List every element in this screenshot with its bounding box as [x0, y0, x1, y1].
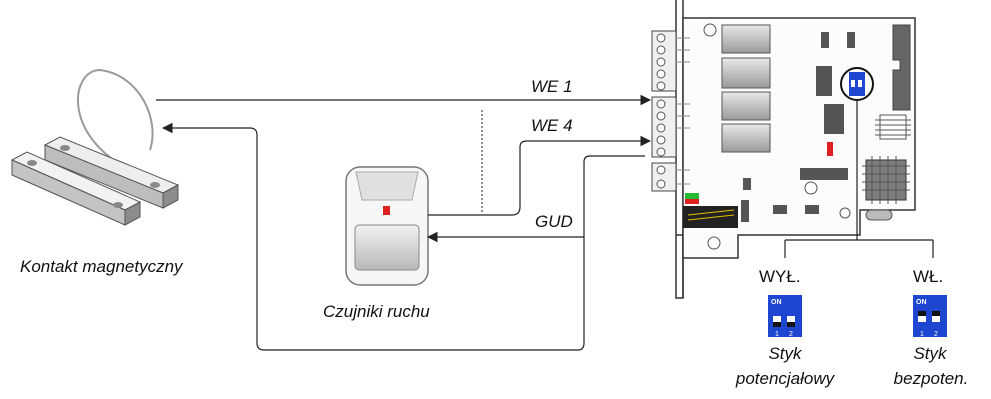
motion-sensor-device — [345, 166, 429, 286]
label-switch-off: WYŁ. — [759, 267, 801, 286]
controller-board — [651, 0, 916, 299]
label-motion-sensors: Czujniki ruchu — [323, 302, 430, 321]
magnetic-contact-device — [10, 68, 180, 226]
dip-switch-on-icon: ON 1 2 — [913, 295, 947, 338]
label-gud: GUD — [535, 212, 573, 231]
dip-on-pos1: 1 — [920, 331, 924, 338]
label-off-desc-line1: Styk — [768, 344, 802, 363]
label-magnetic-contact: Kontakt magnetyczny — [20, 257, 183, 276]
dip-switch-off-icon: ON 1 2 — [768, 295, 802, 338]
dip-on-pos2: 2 — [934, 331, 938, 338]
wires — [156, 94, 934, 351]
label-on-desc-line2: bezpoten. — [893, 369, 969, 388]
sensor-lens — [354, 224, 420, 271]
dip-on-on-text: ON — [916, 299, 927, 306]
wire-we4 — [428, 135, 652, 216]
label-we4: WE 4 — [531, 116, 573, 135]
board-red-led — [827, 142, 833, 156]
dip-off-pos2: 2 — [789, 331, 793, 338]
processor-chip — [865, 159, 907, 201]
dip-leader — [784, 100, 934, 258]
label-we1: WE 1 — [531, 77, 573, 96]
contact-cable — [76, 68, 154, 176]
label-on-desc-line1: Styk — [913, 344, 947, 363]
label-off-desc-line2: potencjałowy — [735, 369, 835, 388]
wire-contact-return — [161, 122, 645, 351]
sensor-led — [383, 206, 390, 215]
dip-off-on-text: ON — [771, 299, 782, 306]
label-switch-on: WŁ. — [913, 267, 944, 286]
dip-off-pos1: 1 — [775, 331, 779, 338]
